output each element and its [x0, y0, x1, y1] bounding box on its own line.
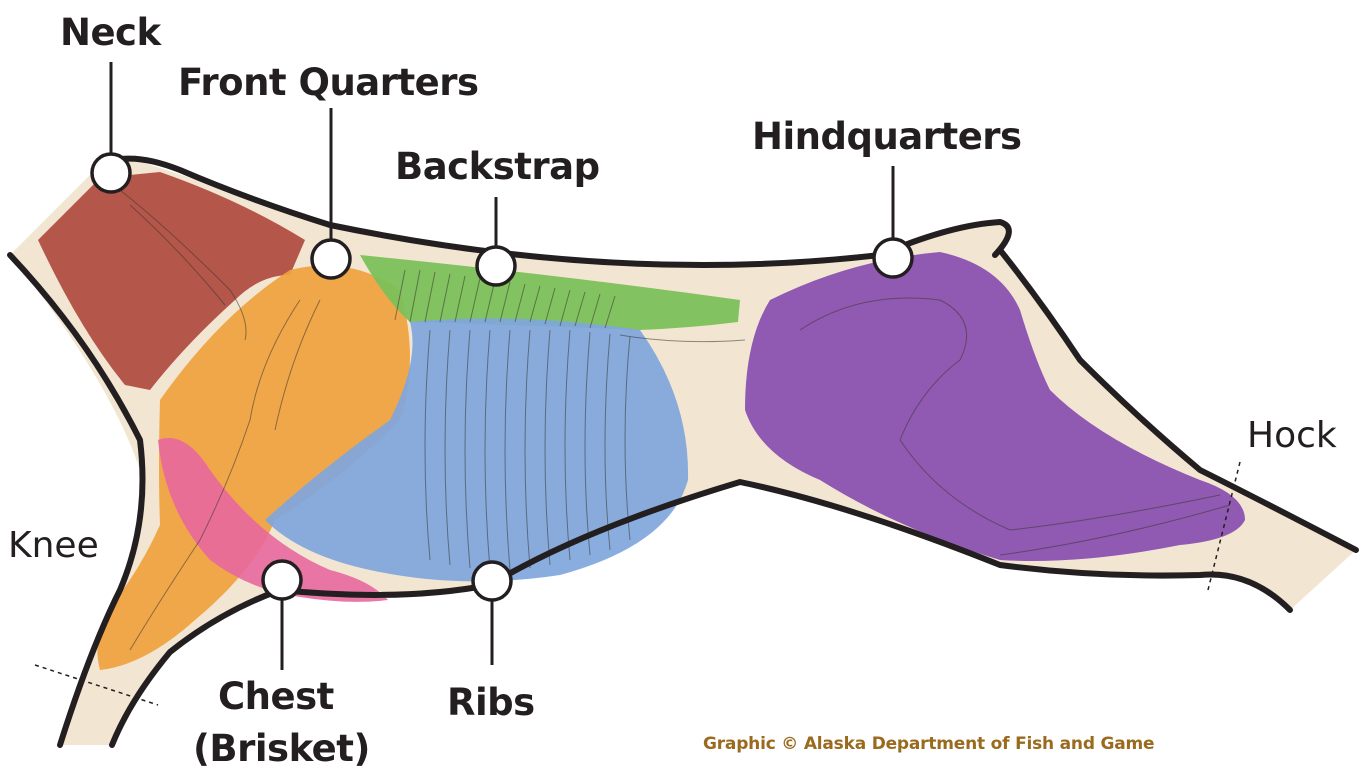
marker-backstrap [477, 247, 515, 285]
marker-ribs [473, 562, 511, 600]
label-knee: Knee [8, 528, 99, 564]
region-hindquarters [745, 252, 1245, 561]
label-front-quarters: Front Quarters [178, 64, 479, 101]
label-chest: Chest [218, 678, 334, 715]
label-brisket: (Brisket) [193, 730, 370, 767]
label-ribs: Ribs [447, 684, 535, 721]
label-hock: Hock [1247, 418, 1337, 454]
marker-neck [92, 154, 130, 192]
label-backstrap: Backstrap [395, 148, 600, 185]
label-neck: Neck [60, 14, 161, 51]
credit-text: Graphic © Alaska Department of Fish and … [703, 736, 1154, 753]
marker-hindquarters [874, 239, 912, 277]
marker-chest [263, 561, 301, 599]
marker-front-quarters [312, 240, 350, 278]
label-hindquarters: Hindquarters [752, 118, 1022, 155]
